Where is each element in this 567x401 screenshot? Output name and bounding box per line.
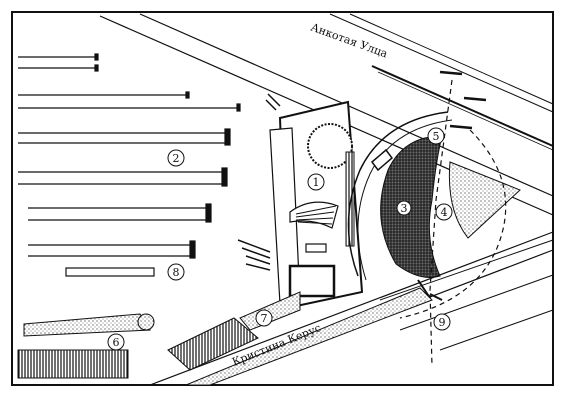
building-block (269, 100, 364, 310)
svg-text:9: 9 (439, 316, 446, 329)
markers: 1 2 3 4 5 6 7 8 (107, 127, 453, 351)
dashed-circle (399, 129, 507, 319)
bench (65, 267, 155, 277)
dashed-axis (429, 79, 453, 367)
svg-text:5: 5 (433, 130, 440, 143)
svg-text:4: 4 (441, 206, 448, 219)
marker-6: 6 (107, 333, 125, 351)
svg-text:2: 2 (173, 152, 180, 165)
svg-text:1: 1 (313, 176, 320, 189)
west-strip-end (137, 313, 155, 331)
approach-marks (237, 93, 281, 271)
marker-9: 9 (433, 313, 451, 331)
west-green-strip (23, 313, 151, 337)
left-green-strip (239, 291, 301, 331)
lower-green-strip (185, 287, 433, 386)
hatched-stairs-left (17, 349, 129, 379)
svg-text:3: 3 (401, 202, 408, 215)
marker-5: 5 (427, 127, 445, 145)
marker-3: 3 (396, 200, 412, 216)
parking-rows (18, 53, 241, 259)
hatched-stairs-center (167, 317, 259, 371)
marker-4: 4 (435, 203, 453, 221)
triangle-green (448, 161, 521, 239)
road-markings (439, 70, 487, 130)
marker-1: 1 (307, 173, 325, 191)
marker-2: 2 (167, 149, 185, 167)
curved-arcade (347, 111, 453, 281)
marker-7: 7 (255, 309, 273, 327)
svg-text:7: 7 (261, 312, 268, 325)
svg-text:6: 6 (113, 336, 120, 349)
svg-text:8: 8 (173, 266, 180, 279)
marker-8: 8 (167, 263, 185, 281)
